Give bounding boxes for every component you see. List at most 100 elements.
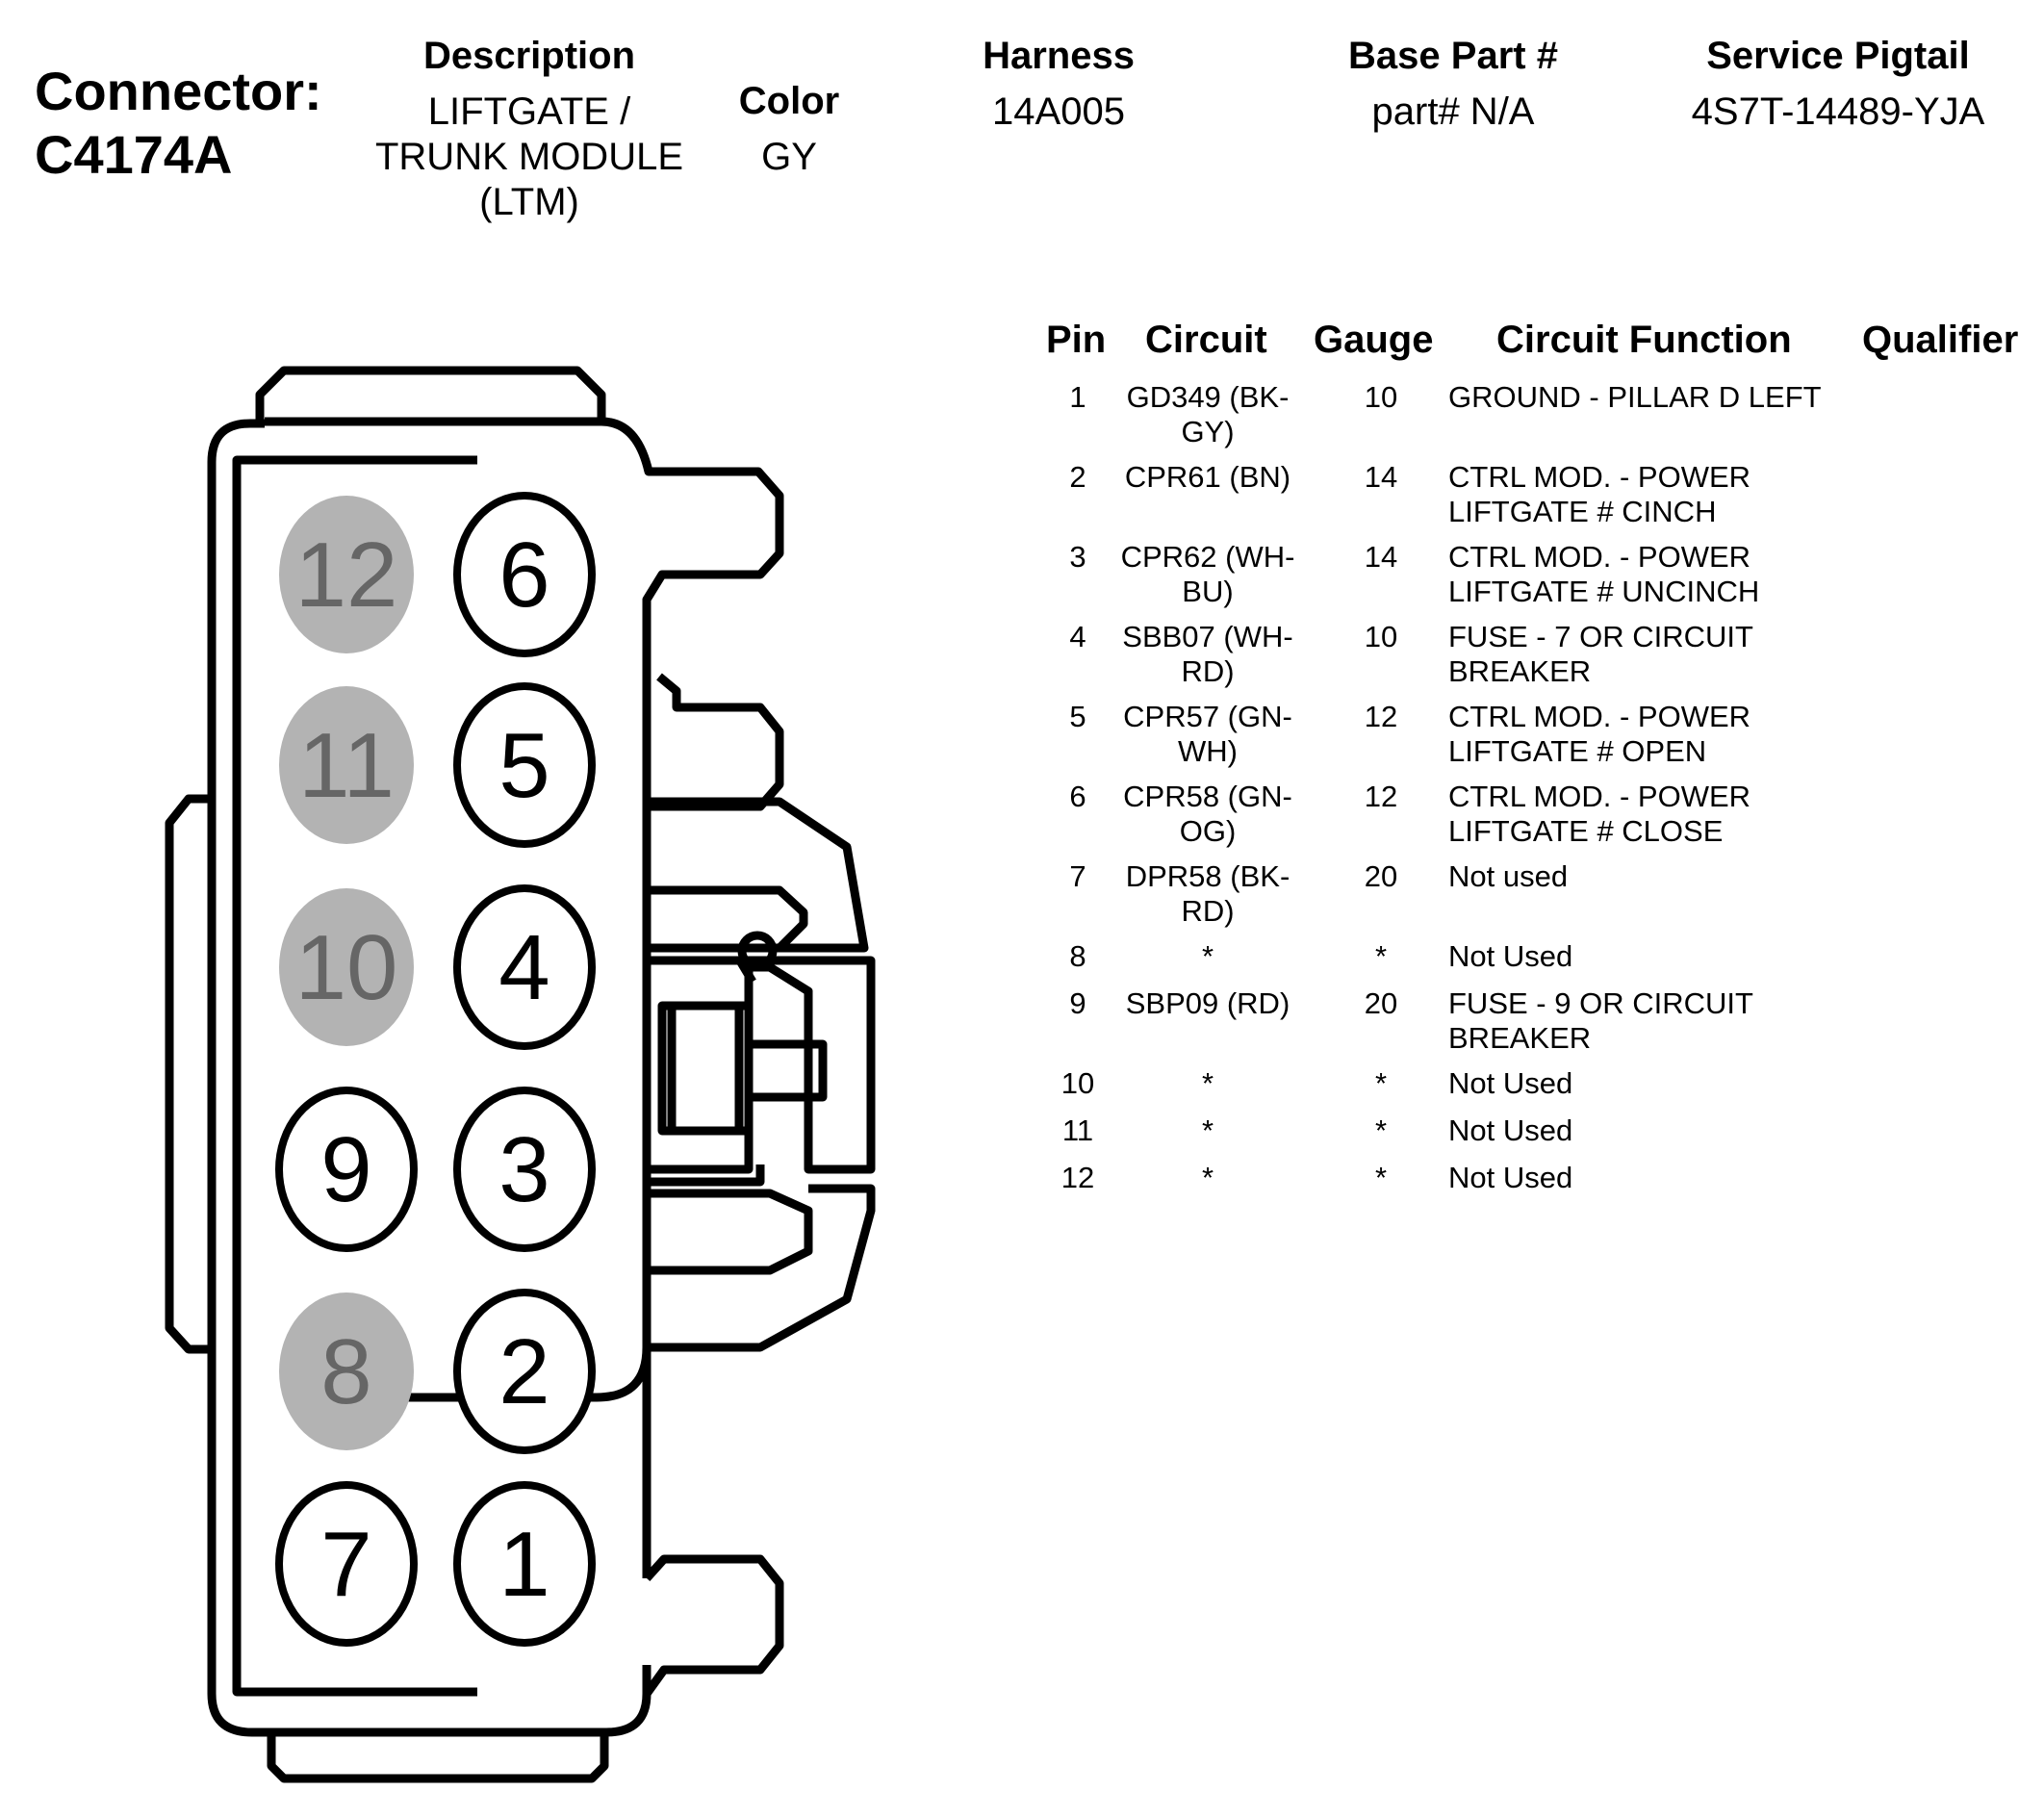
harness-header: Harness [983, 35, 1135, 77]
function-line: FUSE - 9 OR CIRCUIT [1448, 986, 1753, 1020]
unused-pin-circle [279, 888, 414, 1046]
pin-cavity: 9 [275, 1087, 418, 1252]
pin-number: 8 [1069, 939, 1086, 973]
pin-cavity: 6 [453, 492, 596, 657]
description-line: LIFTGATE / [427, 90, 631, 133]
gauge-cell: * [1374, 1066, 1388, 1100]
harness-value: 14A005 [992, 90, 1125, 133]
connector-title: Connector: C4174A [35, 60, 322, 187]
color-header: Color [738, 80, 840, 122]
circuit-line: RD) [1181, 894, 1235, 928]
gauge-column-header: Gauge [1314, 319, 1434, 361]
unused-pin-circle [279, 686, 414, 844]
circuit-line: SBB07 (WH- [1122, 620, 1293, 653]
circuit-cell: CPR58 (GN-OG) [1116, 780, 1299, 849]
circuit-line: * [1201, 939, 1214, 973]
circuit-function-cell: Not used [1448, 859, 1852, 894]
circuit-line: CPR57 (GN- [1123, 700, 1292, 733]
function-line: Not used [1448, 859, 1569, 893]
circuit-line: * [1201, 1113, 1214, 1147]
description-header: Description [422, 35, 636, 77]
circuit-cell: GD349 (BK-GY) [1116, 380, 1299, 449]
pin-label: 11 [298, 714, 395, 817]
gauge-cell: 12 [1364, 780, 1398, 813]
pin-cavity: 1 [453, 1481, 596, 1647]
pin-label: 9 [320, 1118, 371, 1221]
circuit-cell: * [1116, 1113, 1299, 1148]
pin-cavity: 3 [453, 1087, 596, 1252]
pin-circle [453, 682, 596, 848]
circuit-line: SBP09 (RD) [1125, 986, 1290, 1020]
pin-label: 5 [498, 714, 549, 817]
gauge-cell: 20 [1364, 859, 1398, 893]
gauge-cell: 14 [1364, 540, 1398, 574]
circuit-function-cell: Not Used [1448, 939, 1852, 974]
function-line: FUSE - 7 OR CIRCUIT [1448, 620, 1753, 653]
connector-label: Connector: [35, 61, 322, 121]
pin-number: 2 [1069, 460, 1086, 494]
function-line: LIFTGATE # OPEN [1448, 734, 1707, 768]
unused-pin-circle [279, 1292, 414, 1450]
circuit-cell: * [1116, 1161, 1299, 1195]
connector-outline [165, 366, 876, 1783]
circuit-line: CPR61 (BN) [1124, 460, 1291, 494]
pin-label: 8 [320, 1320, 371, 1423]
connector-id: C4174A [35, 124, 233, 185]
pin-cavity: 12 [279, 496, 414, 653]
pin-cavity: 11 [279, 686, 414, 844]
function-line: CTRL MOD. - POWER [1448, 780, 1751, 813]
service-pigtail-header: Service Pigtail [1706, 35, 1970, 77]
function-line: LIFTGATE # UNCINCH [1448, 575, 1760, 608]
circuit-cell: SBP09 (RD) [1116, 986, 1299, 1021]
circuit-cell: CPR61 (BN) [1116, 460, 1299, 495]
circuit-line: RD) [1181, 654, 1235, 688]
circuit-line: OG) [1179, 814, 1237, 848]
circuit-cell: CPR62 (WH-BU) [1116, 540, 1299, 609]
pin-number: 7 [1069, 859, 1086, 893]
gauge-cell: * [1374, 939, 1388, 973]
gauge-cell: 14 [1364, 460, 1398, 494]
gauge-cell: 12 [1364, 700, 1398, 733]
circuit-line: GD349 (BK- [1126, 380, 1290, 414]
pin-number: 11 [1061, 1113, 1094, 1147]
function-line: CTRL MOD. - POWER [1448, 700, 1751, 733]
function-line: GROUND - PILLAR D LEFT [1448, 380, 1822, 414]
pin-label: 10 [295, 916, 398, 1019]
pin-label: 7 [320, 1513, 371, 1616]
circuit-cell: CPR57 (GN-WH) [1116, 700, 1299, 769]
pin-circle [453, 1481, 596, 1647]
circuit-line: GY) [1181, 415, 1235, 448]
circuit-line: CPR58 (GN- [1123, 780, 1292, 813]
circuit-cell: DPR58 (BK-RD) [1116, 859, 1299, 929]
base-part-header: Base Part # [1348, 35, 1558, 77]
pin-label: 1 [498, 1513, 549, 1616]
unused-pin-circle [279, 496, 414, 653]
description-value: LIFTGATE / TRUNK MODULE (LTM) [346, 90, 712, 225]
pin-number: 3 [1069, 540, 1086, 574]
gauge-cell: 20 [1364, 986, 1398, 1020]
pin-cavity: 2 [453, 1289, 596, 1454]
circuit-line: WH) [1178, 734, 1238, 768]
pin-column-header: Pin [1046, 319, 1107, 361]
description-line: TRUNK MODULE [374, 136, 684, 178]
gauge-cell: * [1374, 1113, 1388, 1147]
circuit-function-cell: Not Used [1448, 1161, 1852, 1195]
pin-cavity: 7 [275, 1481, 418, 1647]
pin-circle [453, 884, 596, 1050]
pin-cavity: 8 [279, 1292, 414, 1450]
service-pigtail-value: 4S7T-14489-YJA [1691, 90, 1985, 133]
circuit-line: DPR58 (BK- [1125, 859, 1290, 893]
function-line: LIFTGATE # CINCH [1448, 495, 1717, 528]
gauge-cell: 10 [1364, 620, 1398, 653]
function-line: CTRL MOD. - POWER [1448, 540, 1751, 574]
pin-number: 5 [1069, 700, 1086, 733]
function-line: Not Used [1448, 939, 1573, 973]
circuit-column-header: Circuit [1145, 319, 1267, 361]
circuit-cell: * [1116, 1066, 1299, 1101]
